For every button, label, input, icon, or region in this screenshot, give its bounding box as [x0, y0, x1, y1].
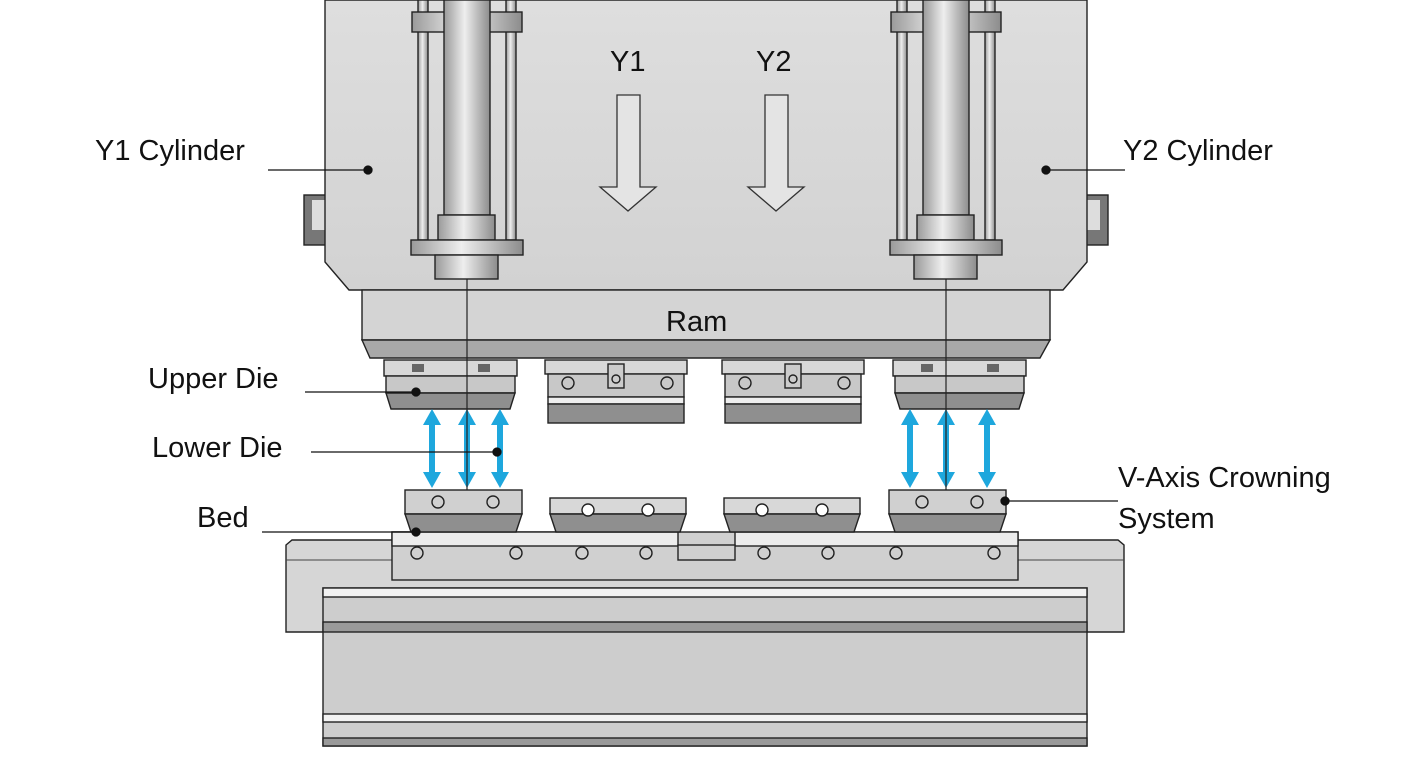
- label-y2-axis: Y2: [756, 46, 791, 78]
- crowning-force-arrows: [423, 409, 996, 488]
- leader-lines: [262, 165, 1125, 537]
- label-ram: Ram: [666, 306, 727, 338]
- label-crowning-line1: V-Axis Crowning: [1118, 462, 1331, 494]
- side-bracket-left: [303, 194, 327, 246]
- label-crowning-line2: System: [1118, 503, 1215, 535]
- label-y1-axis: Y1: [610, 46, 645, 78]
- double-arrow-icon: [901, 409, 919, 488]
- y1-cylinder: [410, 0, 524, 280]
- double-arrow-icon: [423, 409, 441, 488]
- ram: [360, 289, 1052, 359]
- y2-cylinder: [889, 0, 1003, 280]
- label-upper-die: Upper Die: [148, 363, 279, 395]
- label-y2-cylinder: Y2 Cylinder: [1123, 135, 1273, 167]
- lower-die-right: [888, 489, 1007, 533]
- bed: [285, 531, 1125, 747]
- lower-die-left: [404, 489, 523, 533]
- side-bracket-right: [1085, 194, 1109, 246]
- label-bed: Bed: [197, 502, 249, 534]
- upper-die-center-right: [721, 359, 865, 424]
- lower-die-center-right: [723, 497, 861, 533]
- double-arrow-icon: [491, 409, 509, 488]
- y2-down-arrow-icon: [746, 94, 806, 212]
- upper-die-center-left: [544, 359, 688, 424]
- double-arrow-icon: [978, 409, 996, 488]
- y1-down-arrow-icon: [598, 94, 658, 212]
- upper-die-right: [892, 359, 1027, 410]
- label-y1-cylinder: Y1 Cylinder: [95, 135, 245, 167]
- label-lower-die: Lower Die: [152, 432, 283, 464]
- upper-die-left: [383, 359, 518, 410]
- lower-die-center-left: [549, 497, 687, 533]
